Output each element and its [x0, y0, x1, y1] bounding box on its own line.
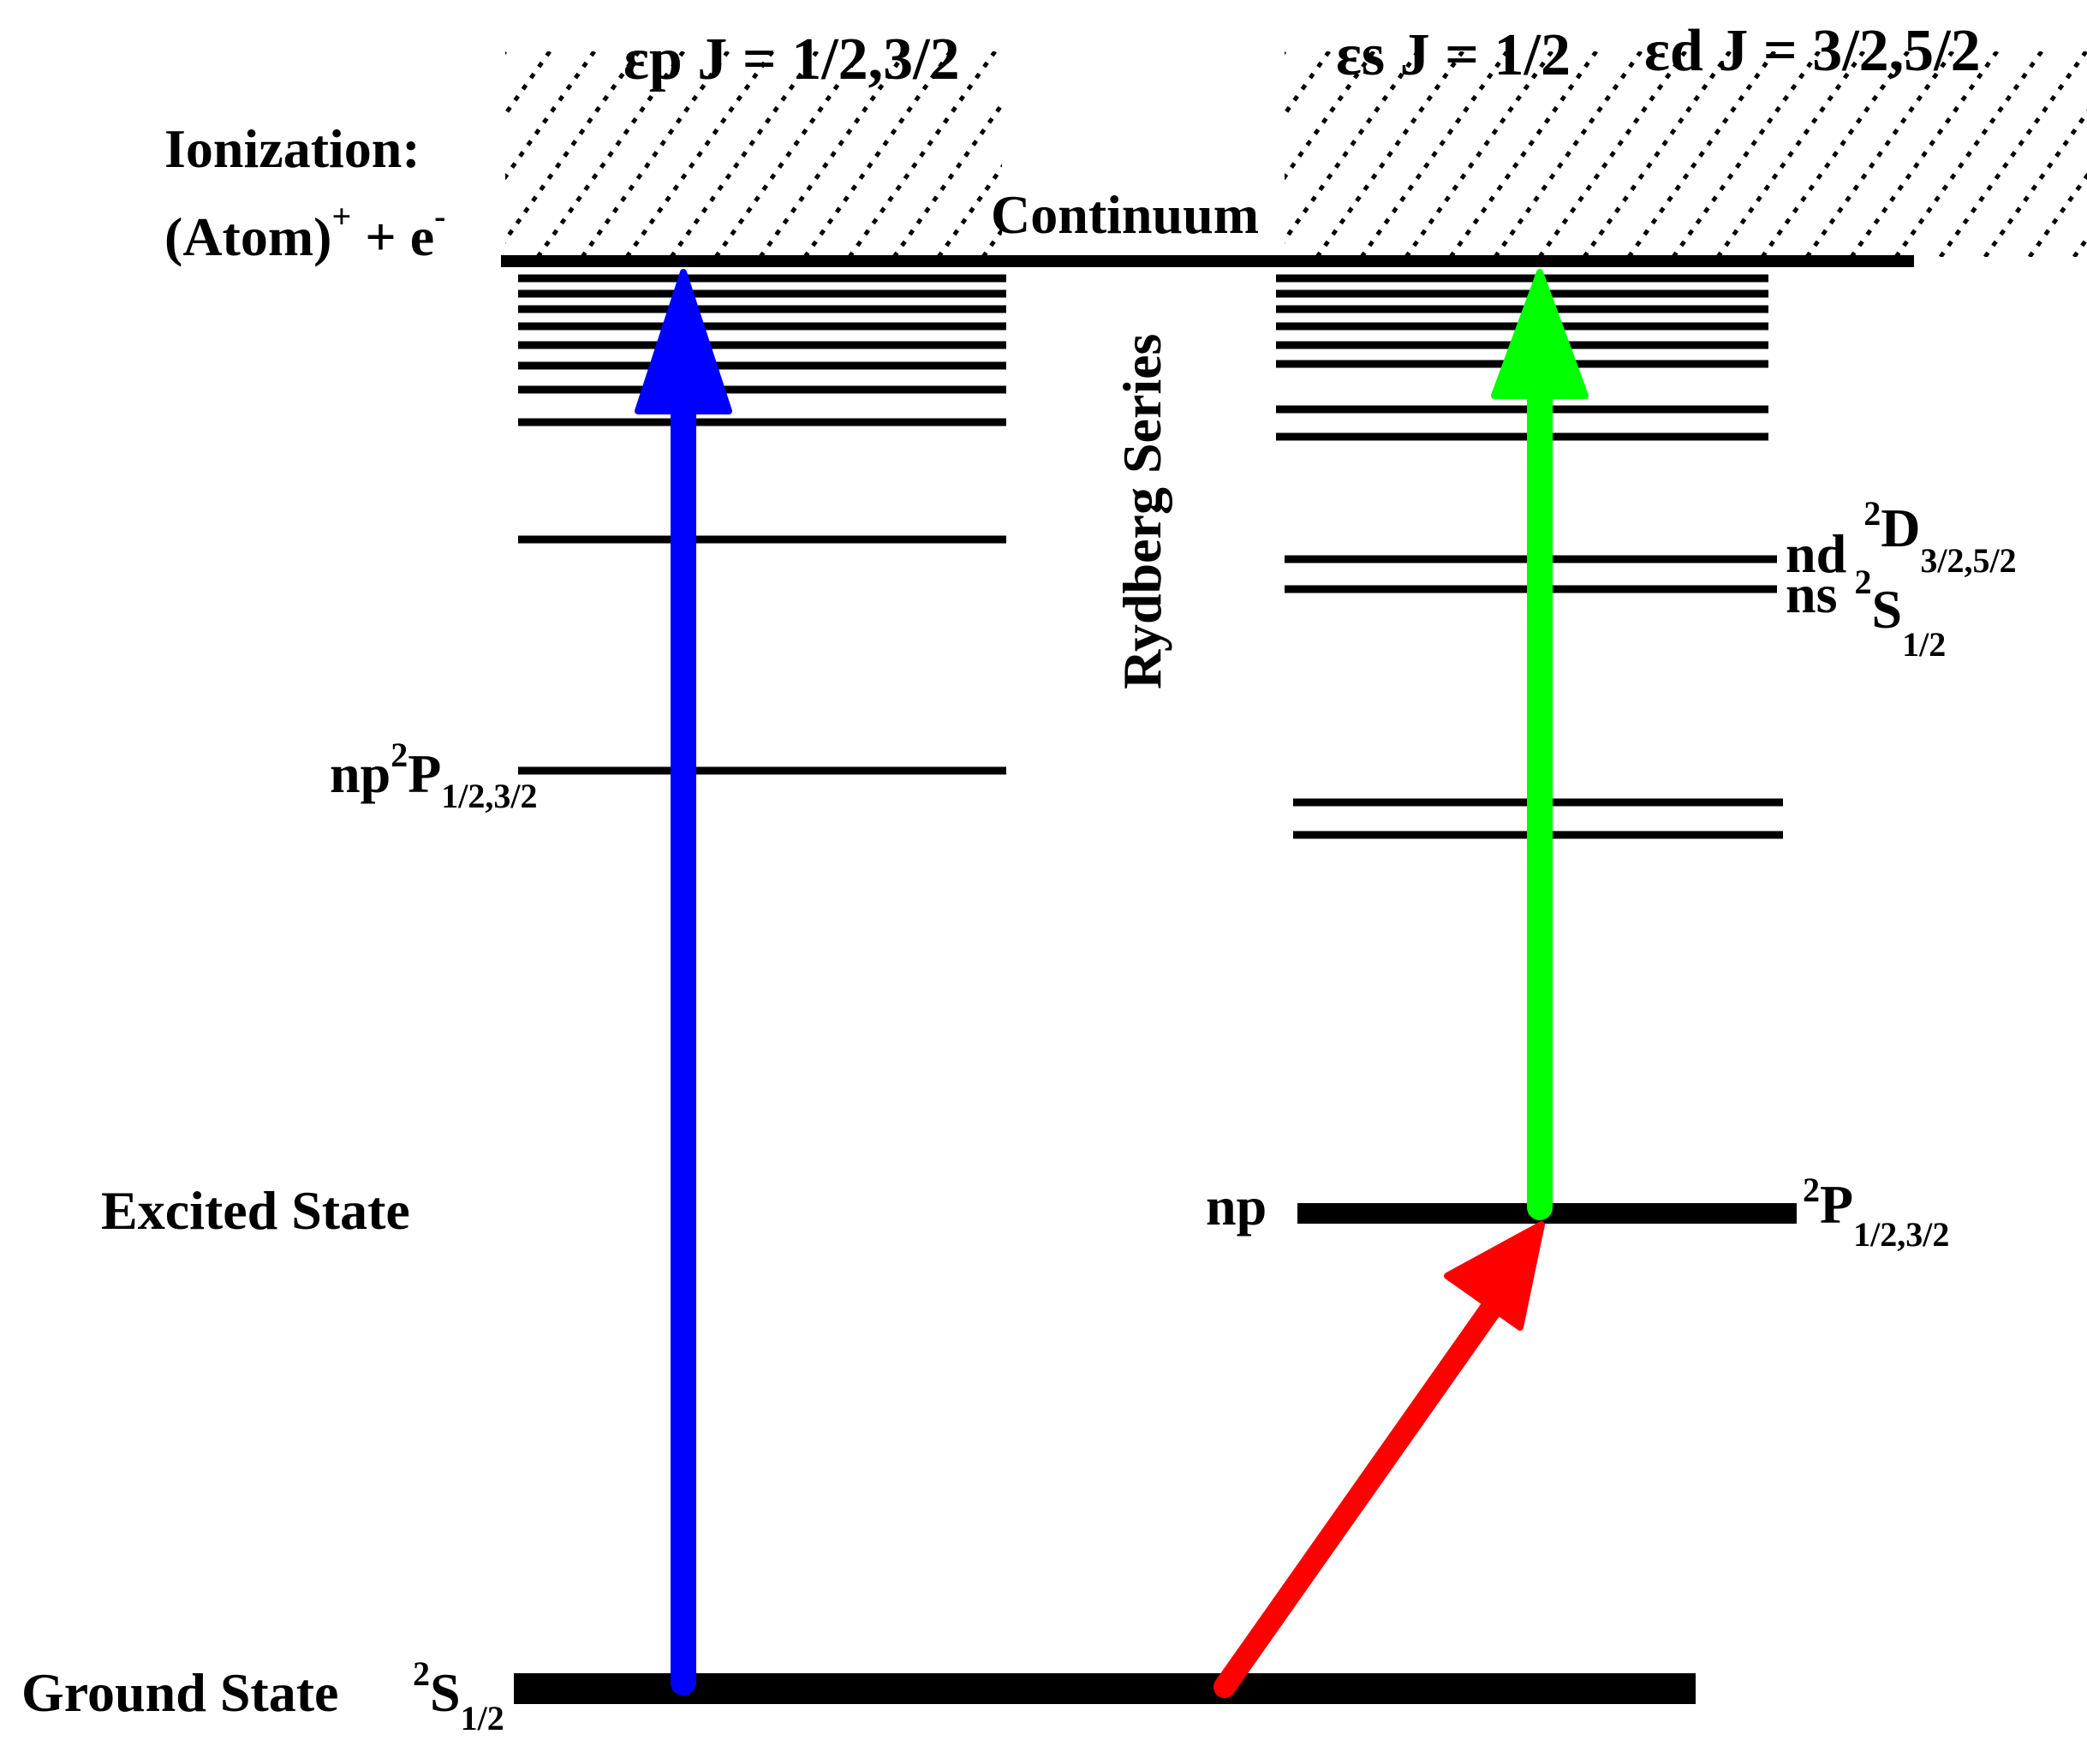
label-continuum-ed: εd J = 3/2,5/2 [1644, 18, 1981, 84]
label-np-right: np [1206, 1176, 1267, 1237]
rydberg-levels-left [518, 274, 1006, 775]
hatch-line [758, 51, 909, 257]
hatch-line [2027, 51, 2087, 257]
hatch-line [1893, 51, 2044, 257]
hatch-line [624, 51, 775, 257]
hatch-line [1493, 51, 1643, 257]
hatch-line [1285, 51, 1332, 257]
label-excited-state: Excited State [101, 1180, 410, 1241]
ionization-atom: (Atom) [164, 206, 331, 267]
label-ionization-formula: (Atom)+ + e- [164, 197, 445, 267]
hatch-line [936, 51, 1002, 257]
label-rydberg-series: Rydberg Series [1112, 334, 1172, 689]
hatch-line [535, 51, 686, 257]
hatch-line [1537, 51, 1688, 257]
hatch-line [1849, 51, 2000, 257]
hatch-line [1671, 51, 1822, 257]
label-np-right-term: 2P1/2,3/2 [1803, 1171, 1949, 1254]
hatch-line [1760, 51, 1911, 257]
hatch-line [1715, 51, 1866, 257]
hatch-line [505, 51, 552, 257]
label-continuum-ep: εp J = 1/2,3/2 [623, 27, 960, 92]
hatch-line [505, 51, 597, 257]
hatch-line [802, 51, 953, 257]
hatch-line [1804, 51, 1955, 257]
hatch-line [1404, 51, 1554, 257]
blue-excitation-arrow [635, 269, 732, 1695]
hatch-line [1938, 51, 2087, 257]
label-ground-term: 2S1/2 [413, 1654, 504, 1737]
hatch-line [1285, 51, 1421, 257]
label-nd: nd2D3/2,5/2 [1786, 494, 2017, 584]
hatch-line [1448, 51, 1599, 257]
ionization-plus-sup: + [331, 197, 351, 235]
hatch-line [580, 51, 730, 257]
label-continuum: Continuum [991, 184, 1259, 245]
hatch-line [713, 51, 864, 257]
hatch-line [847, 51, 998, 257]
label-ionization-title: Ionization: [164, 118, 420, 179]
hatch-line [669, 51, 820, 257]
hatch-line [891, 51, 1002, 257]
continuum-hatching-left [505, 51, 1002, 257]
hatch-line [505, 51, 641, 257]
hatch-line [1983, 51, 2087, 257]
hatch-line [1285, 51, 1376, 257]
continuum-hatching-right [1285, 51, 2087, 257]
label-np-left: np2P1/2,3/2 [330, 736, 538, 815]
green-ionization-arrow [1491, 269, 1589, 1220]
hatch-line [1626, 51, 1777, 257]
hatch-line [2072, 51, 2087, 257]
hatch-line [1359, 51, 1510, 257]
label-ground-state: Ground State [21, 1662, 338, 1723]
hatch-line [1582, 51, 1732, 257]
label-continuum-es: εs J = 1/2 [1336, 22, 1571, 88]
ionization-plus-e: + e [351, 206, 434, 267]
hatch-line [1315, 51, 1465, 257]
ionization-minus-sup: - [434, 197, 445, 235]
red-excitation-arrow [1213, 1221, 1545, 1698]
